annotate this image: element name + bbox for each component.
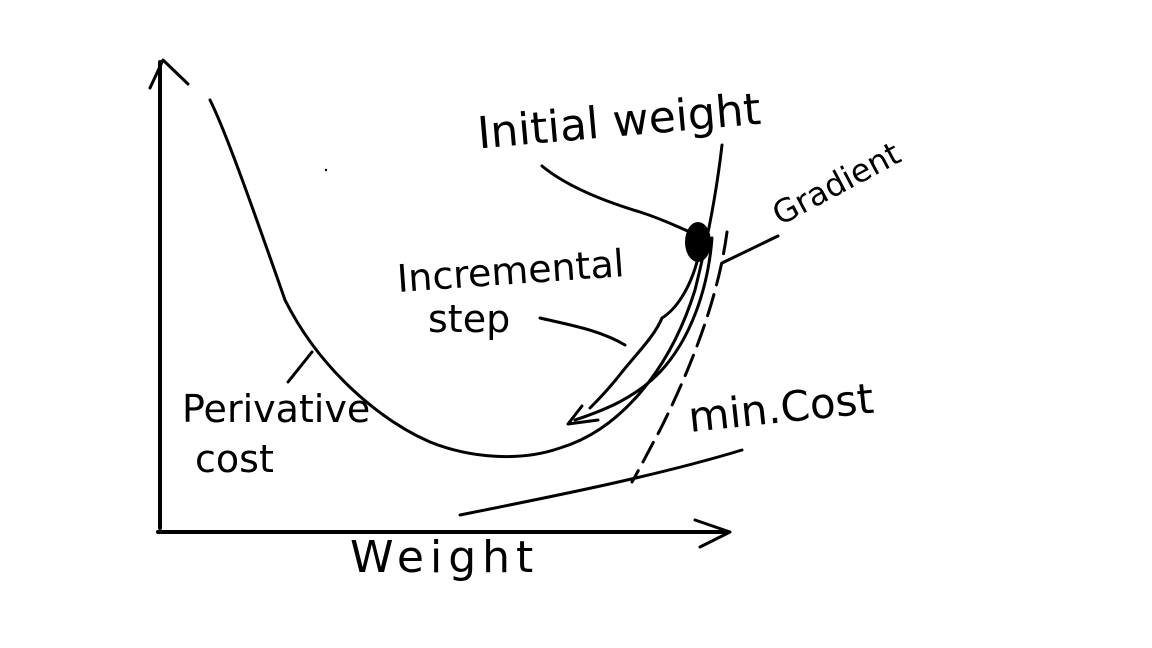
x-axis-label: Weight (350, 532, 539, 583)
y-axis-arrow-head (148, 58, 190, 90)
incremental-step-label-line2: step (428, 297, 510, 341)
incremental-step-arrow-head (566, 404, 600, 426)
x-axis-arrow-head (693, 518, 732, 549)
initial-weight-point (685, 222, 711, 262)
stray-dot (324, 168, 328, 172)
initial-weight-label: Initial weight (475, 84, 762, 160)
gradient-label: Gradient (766, 134, 907, 233)
incremental-step-label-line1: Incremental (396, 241, 626, 301)
cost-curve (208, 98, 724, 459)
min-cost-label: min.Cost (686, 374, 876, 442)
gradient-pointer (720, 234, 780, 265)
axes (148, 58, 732, 549)
incremental-step-pointer (538, 316, 627, 347)
incremental-step-path-outer (573, 236, 714, 422)
derivative-cost-pointer (286, 350, 314, 384)
gradient-tangent-dashed (630, 230, 729, 484)
min-cost-pointer (458, 448, 744, 517)
derivative-cost-label-line1: Perivative (182, 387, 370, 431)
derivative-cost-label-line2: cost (195, 437, 274, 481)
incremental-step-path-inner (588, 256, 700, 410)
initial-weight-pointer (540, 164, 692, 234)
